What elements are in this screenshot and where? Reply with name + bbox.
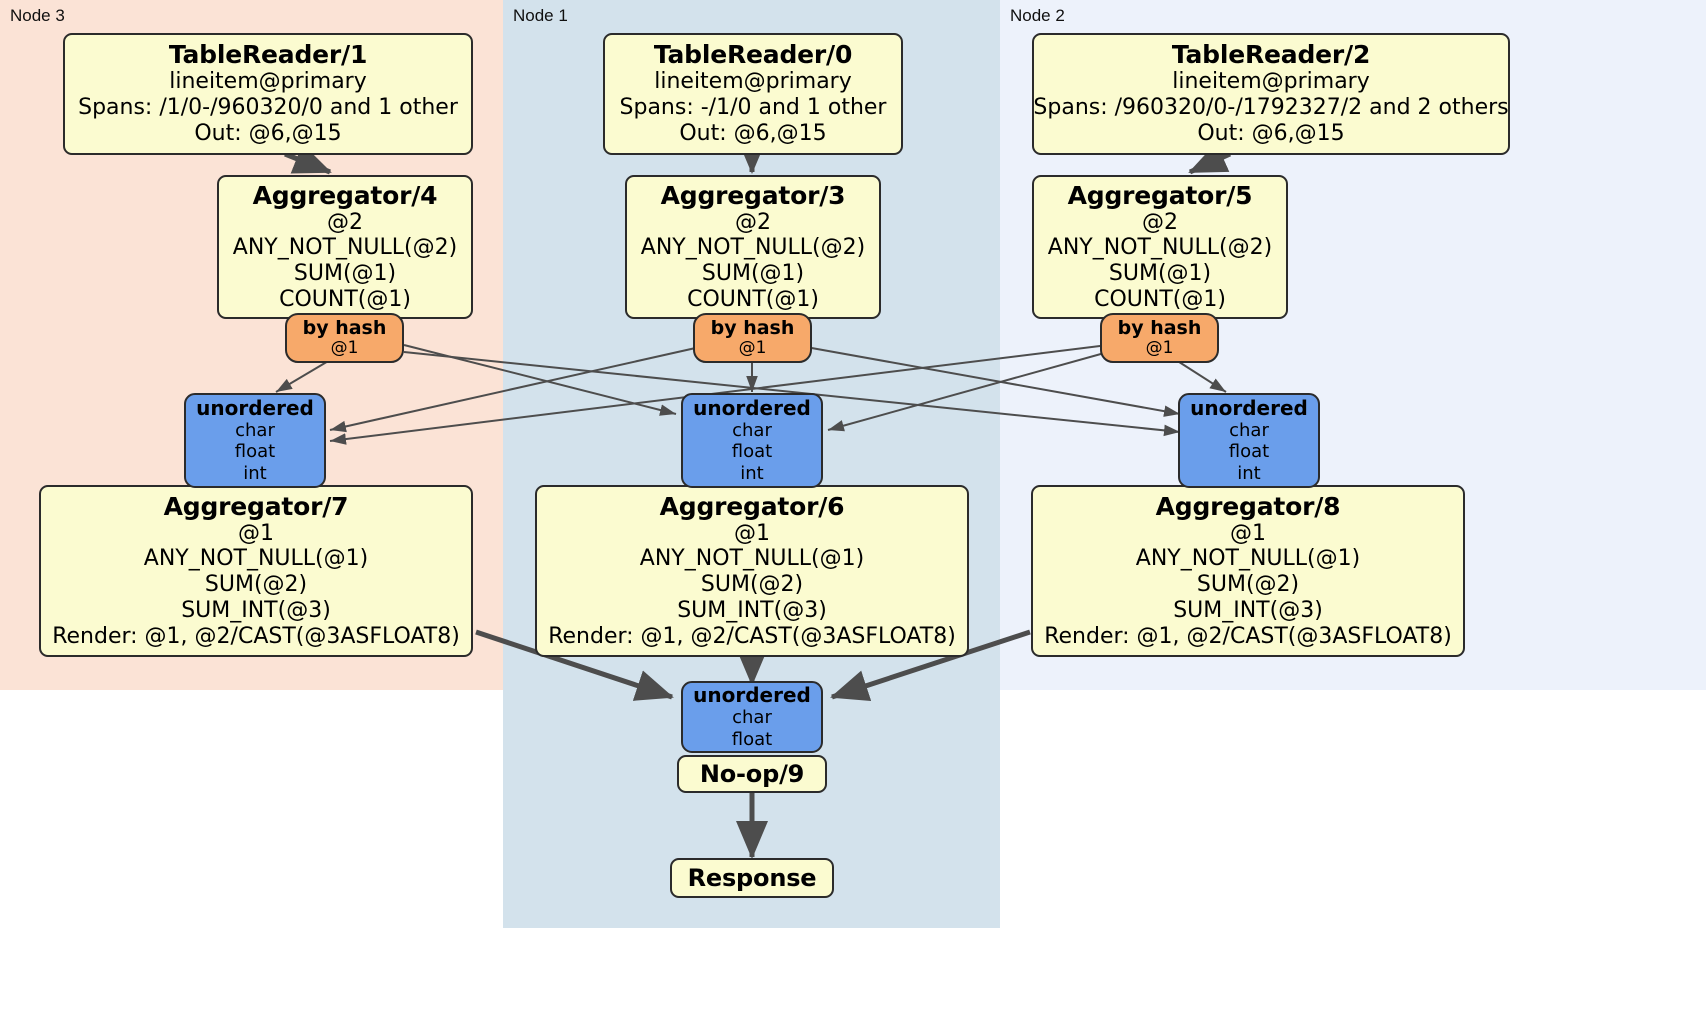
synchronizer-line: char — [732, 419, 772, 441]
processor-line: lineitem@primary — [169, 69, 367, 95]
processor-line: SUM_INT(@3) — [1173, 597, 1323, 623]
router-by-hash-right[interactable]: by hash @1 — [1100, 313, 1219, 363]
processor-line: SUM_INT(@3) — [677, 597, 827, 623]
synchronizer-line: float — [234, 441, 276, 463]
synchronizer-title: unordered — [693, 682, 811, 707]
router-by-hash-center[interactable]: by hash @1 — [693, 313, 812, 363]
processor-line: @2 — [735, 209, 771, 235]
processor-line: ANY_NOT_NULL(@1) — [639, 546, 865, 572]
processor-line: Render: @1, @2/CAST(@3ASFLOAT8) — [52, 623, 460, 649]
processor-line: COUNT(@1) — [687, 286, 819, 312]
router-title: by hash — [302, 316, 387, 339]
processor-title: Aggregator/5 — [1067, 180, 1253, 210]
synchronizer-line: float — [731, 441, 773, 463]
processor-aggregator-3[interactable]: Aggregator/3 @2 ANY_NOT_NULL(@2) SUM(@1)… — [625, 175, 881, 319]
synchronizer-line: int — [740, 462, 764, 484]
synchronizer-title: unordered — [1190, 395, 1308, 420]
processor-aggregator-5[interactable]: Aggregator/5 @2 ANY_NOT_NULL(@2) SUM(@1)… — [1032, 175, 1288, 319]
processor-line: SUM(@1) — [701, 261, 805, 286]
processor-title: TableReader/0 — [653, 40, 853, 70]
processor-line: ANY_NOT_NULL(@2) — [232, 235, 458, 261]
processor-title: No-op/9 — [699, 759, 805, 788]
synchronizer-unordered-left[interactable]: unordered char float int — [184, 393, 326, 488]
processor-table-reader-1[interactable]: TableReader/1 lineitem@primary Spans: /1… — [63, 33, 473, 155]
processor-line: Out: @6,@15 — [1197, 120, 1345, 146]
processor-line: SUM(@2) — [1196, 572, 1300, 598]
processor-line: ANY_NOT_NULL(@2) — [1047, 235, 1273, 261]
processor-title: TableReader/1 — [168, 40, 368, 70]
processor-no-op-9[interactable]: No-op/9 — [677, 755, 827, 793]
processor-line: ANY_NOT_NULL(@1) — [143, 546, 369, 572]
processor-line: Out: @6,@15 — [194, 120, 342, 146]
router-line: @1 — [738, 337, 767, 358]
node-region-label-node2: Node 2 — [1010, 6, 1065, 25]
synchronizer-title: unordered — [693, 395, 811, 420]
processor-line: Render: @1, @2/CAST(@3ASFLOAT8) — [548, 623, 956, 649]
processor-line: @2 — [327, 209, 363, 235]
processor-line: Spans: /1/0-/960320/0 and 1 other — [78, 95, 458, 121]
processor-line: @1 — [238, 520, 274, 546]
processor-title: Aggregator/6 — [659, 491, 845, 521]
processor-line: COUNT(@1) — [1094, 286, 1226, 312]
processor-title: TableReader/2 — [1171, 40, 1371, 70]
processor-title: Aggregator/7 — [163, 491, 349, 521]
processor-line: @1 — [734, 520, 770, 546]
processor-table-reader-0[interactable]: TableReader/0 lineitem@primary Spans: -/… — [603, 33, 903, 155]
synchronizer-line: float — [1228, 441, 1270, 463]
synchronizer-line: char — [732, 706, 772, 728]
processor-line: SUM_INT(@3) — [181, 597, 331, 623]
processor-line: @2 — [1142, 209, 1178, 235]
processor-line: SUM(@2) — [700, 572, 804, 598]
processor-table-reader-2[interactable]: TableReader/2 lineitem@primary Spans: /9… — [1032, 33, 1510, 155]
processor-title: Aggregator/3 — [660, 180, 846, 210]
processor-line: SUM(@2) — [204, 572, 308, 598]
synchronizer-line: int — [243, 462, 267, 484]
node-region-label-node1: Node 1 — [513, 6, 568, 25]
processor-line: Spans: -/1/0 and 1 other — [619, 95, 887, 121]
synchronizer-line: char — [1229, 419, 1269, 441]
router-line: @1 — [330, 337, 359, 358]
processor-line: Spans: /960320/0-/1792327/2 and 2 others — [1033, 95, 1509, 121]
processor-line: lineitem@primary — [1172, 69, 1370, 95]
router-by-hash-left[interactable]: by hash @1 — [285, 313, 404, 363]
synchronizer-line: char — [235, 419, 275, 441]
processor-title: Aggregator/4 — [252, 180, 438, 210]
synchronizer-line: float — [731, 728, 773, 750]
processor-aggregator-7[interactable]: Aggregator/7 @1 ANY_NOT_NULL(@1) SUM(@2)… — [39, 485, 473, 657]
node-region-label-node3: Node 3 — [10, 6, 65, 25]
processor-aggregator-4[interactable]: Aggregator/4 @2 ANY_NOT_NULL(@2) SUM(@1)… — [217, 175, 473, 319]
processor-line: COUNT(@1) — [279, 286, 411, 312]
synchronizer-unordered-right[interactable]: unordered char float int — [1178, 393, 1320, 488]
synchronizer-unordered-center[interactable]: unordered char float int — [681, 393, 823, 488]
synchronizer-line: int — [1237, 462, 1261, 484]
router-line: @1 — [1145, 337, 1174, 358]
processor-response[interactable]: Response — [670, 858, 834, 898]
processor-title: Aggregator/8 — [1155, 491, 1341, 521]
processor-line: SUM(@1) — [293, 261, 397, 286]
synchronizer-title: unordered — [196, 395, 314, 420]
processor-aggregator-8[interactable]: Aggregator/8 @1 ANY_NOT_NULL(@1) SUM(@2)… — [1031, 485, 1465, 657]
router-title: by hash — [710, 316, 795, 339]
processor-line: ANY_NOT_NULL(@2) — [640, 235, 866, 261]
processor-line: lineitem@primary — [654, 69, 852, 95]
processor-aggregator-6[interactable]: Aggregator/6 @1 ANY_NOT_NULL(@1) SUM(@2)… — [535, 485, 969, 657]
router-title: by hash — [1117, 316, 1202, 339]
processor-line: Out: @6,@15 — [679, 120, 827, 146]
processor-line: ANY_NOT_NULL(@1) — [1135, 546, 1361, 572]
processor-line: SUM(@1) — [1108, 261, 1212, 286]
processor-title: Response — [687, 863, 817, 892]
processor-line: @1 — [1230, 520, 1266, 546]
synchronizer-unordered-final[interactable]: unordered char float — [681, 681, 823, 753]
processor-line: Render: @1, @2/CAST(@3ASFLOAT8) — [1044, 623, 1452, 649]
